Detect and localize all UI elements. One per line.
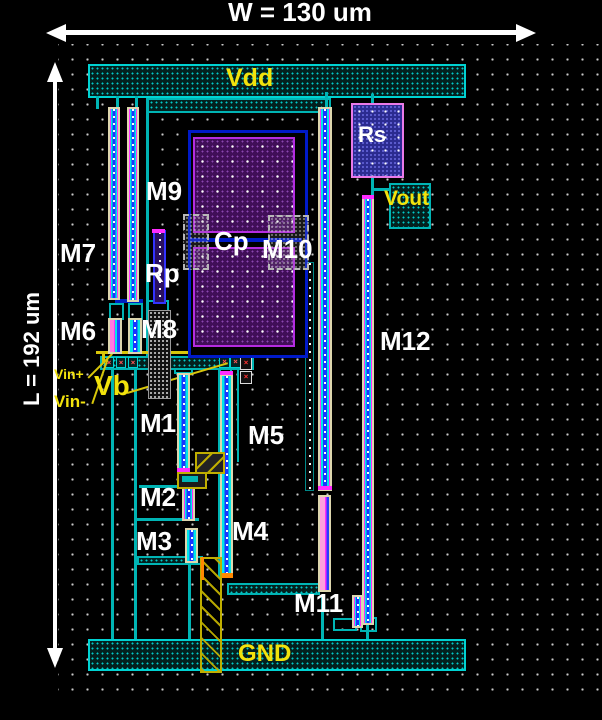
metal-trace: [139, 485, 199, 488]
arrow-head-left-icon: [46, 24, 66, 42]
cp-label: Cp: [214, 226, 249, 256]
m2-finger: [182, 487, 195, 521]
gnd-label: GND: [238, 640, 292, 667]
length-dimension-label: L = 192 um: [19, 292, 44, 406]
metal-trace-to-gnd: [134, 362, 137, 639]
m9-label: M9: [146, 176, 183, 206]
m10-label: M10: [262, 234, 313, 264]
m4-m5-finger: [220, 374, 233, 578]
rs-label: Rs: [358, 122, 387, 147]
arrow-head-down-icon: [47, 648, 63, 668]
resistor-rs: [351, 103, 404, 178]
m8-gate-region: [148, 310, 171, 399]
m2-label: M2: [140, 482, 177, 512]
via-box: [177, 472, 207, 489]
metal-trace-to-gnd: [188, 561, 191, 639]
m6-finger-2: [128, 318, 142, 354]
vdd-rail: [88, 64, 466, 98]
vin-plus-label: Vin+: [54, 366, 84, 382]
via-x-icon: ×: [240, 357, 252, 370]
metal-trace: [137, 518, 199, 521]
m11-label: M11: [294, 588, 344, 618]
m7-finger-2: [127, 107, 139, 302]
m8-label: M8: [141, 314, 178, 344]
m3-label: M3: [136, 526, 173, 556]
metal-trace: [146, 98, 149, 358]
metal-trace-to-vout: [372, 188, 392, 191]
substrate-via-column: [200, 557, 222, 673]
m5-tall-finger: [318, 107, 332, 491]
vin-minus-label: Vin-: [54, 392, 86, 411]
m7-label: M7: [60, 238, 97, 268]
vb-wire: [102, 351, 105, 363]
finger-cap: [318, 486, 332, 490]
via-x-icon: ×: [240, 371, 252, 384]
rp-cap: [152, 229, 165, 233]
m6-finger-1: [108, 318, 122, 354]
orange-strap: [201, 557, 204, 580]
m3-finger: [185, 528, 198, 563]
vb-label: Vb: [94, 370, 130, 401]
finger-cap: [362, 195, 374, 199]
arrow-head-right-icon: [516, 24, 536, 42]
m4-finger-cap-orange: [220, 573, 233, 578]
metal-trace: [135, 96, 138, 109]
metal-trace: [237, 368, 239, 462]
via-slash-box: [195, 452, 225, 474]
arrow-shaft: [64, 30, 518, 35]
top-metal-bus: [147, 98, 331, 113]
metal-trace: [325, 92, 328, 109]
m1-finger-cap: [177, 468, 190, 472]
m11-finger: [318, 495, 331, 592]
resistor-rp: [153, 230, 166, 304]
metal-trace-to-gnd: [111, 362, 114, 639]
m6-label: M6: [60, 316, 97, 346]
gnd-rail: [88, 639, 466, 671]
metal-trace-to-gnd: [321, 596, 324, 639]
metal-trace: [116, 96, 119, 109]
mid-metal-bus: [227, 583, 320, 595]
metal-trace-vdd-to-rs: [371, 94, 374, 104]
metal-trace-to-gnd: [366, 620, 369, 639]
arrow-shaft: [53, 80, 57, 648]
m10-gate-left: [183, 214, 209, 270]
via-x-icon: ×: [128, 357, 138, 368]
vout-pad: [389, 183, 431, 229]
m10-gate-right: [268, 215, 309, 270]
arrow-head-up-icon: [47, 62, 63, 82]
vout-label: Vout: [384, 187, 430, 210]
poly-column: [305, 262, 314, 491]
via-metal: [182, 476, 198, 482]
width-dimension-label: W = 130 um: [228, 0, 372, 27]
m7-finger-1: [108, 107, 120, 300]
metal-trace-rs-out: [371, 176, 374, 198]
m12-label: M12: [380, 326, 431, 356]
m12-finger: [362, 197, 374, 625]
metal-trace: [96, 96, 99, 109]
m4-label: M4: [232, 516, 269, 546]
m1-label: M1: [140, 408, 177, 438]
vdd-label: Vdd: [226, 64, 274, 92]
m1-finger: [177, 373, 190, 472]
via-x-icon: ×: [116, 357, 126, 368]
cp-mid-line: [188, 238, 302, 242]
finger-cap: [220, 371, 233, 375]
rp-label: Rp: [145, 258, 180, 288]
m5-label: M5: [248, 420, 285, 450]
